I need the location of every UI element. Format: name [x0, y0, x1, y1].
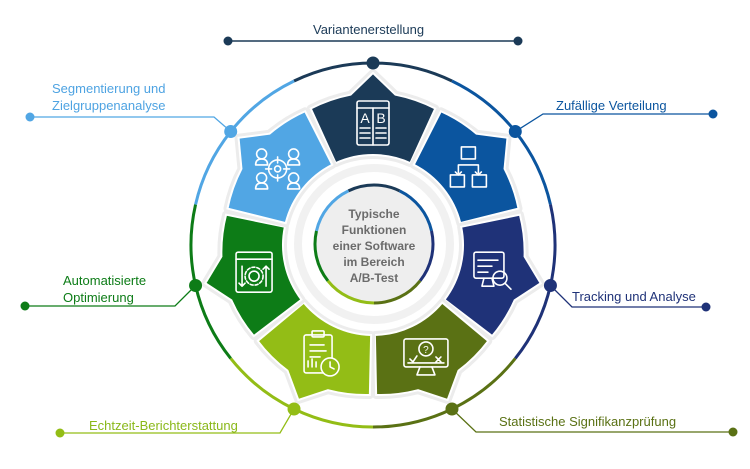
leader-line: [451, 408, 733, 433]
ring-node-dot: [224, 125, 238, 139]
leader-line: [549, 285, 706, 308]
label-text-line: Segmentierung und: [52, 81, 166, 96]
ring-node-dot: [366, 56, 380, 70]
center-arc: [315, 189, 350, 232]
leader-end-dot: [55, 428, 65, 438]
center-arc: [418, 230, 435, 282]
clipboard-clock-icon: [303, 330, 340, 377]
leader-end-dot: [708, 109, 718, 119]
label-text: Zufällige Verteilung: [556, 98, 667, 113]
center-title-line: A/B-Test: [349, 271, 399, 285]
label-leader-lines: [20, 36, 738, 438]
label-text-line: Automatisierte: [63, 273, 147, 288]
leader-end-dot: [701, 302, 711, 312]
ring-node-dot: [508, 125, 522, 139]
label-segmentierung: Segmentierung und Zielgruppenanalyse: [52, 80, 165, 114]
center-title: Typische Funktionen einer Software im Be…: [314, 206, 434, 286]
center-disc: [294, 164, 454, 324]
leader-end-dot: [223, 36, 233, 46]
distribution-flow-icon: [449, 146, 488, 188]
label-text-line: Optimierung: [63, 290, 134, 305]
leader-line: [514, 113, 713, 133]
segment-automatisierte-optimierung: [203, 213, 303, 338]
label-tracking-analyse: Tracking und Analyse: [572, 288, 696, 305]
svg-text:?: ?: [423, 345, 429, 356]
leader-end-dot: [728, 427, 738, 437]
leader-line: [60, 408, 295, 434]
leader-end-dot: [25, 112, 35, 122]
segment-zufaellige-verteilung: [412, 109, 520, 225]
monitor-search-icon: [473, 251, 512, 290]
label-text: Tracking und Analyse: [572, 289, 696, 304]
monitor-question-icon: ?: [403, 338, 449, 376]
ring-node-dot: [287, 402, 301, 416]
ring-node-dot: [445, 402, 459, 416]
center-title-line: einer Software: [332, 239, 416, 253]
center-grey-disc: [314, 184, 434, 304]
center-arc: [347, 183, 401, 193]
label-statistische-signifikanzpruefung: Statistische Signifikanzprüfung: [499, 413, 676, 430]
label-text: Variantenerstellung: [313, 22, 425, 37]
center-arc: [313, 230, 330, 282]
label-text-line: Zielgruppenanalyse: [52, 98, 166, 113]
label-zufaellige-verteilung: Zufällige Verteilung: [556, 97, 667, 114]
segment-statistische-signifikanzpruefung: [373, 301, 490, 402]
ring-node-dot: [189, 278, 203, 292]
center-title-line: Typische: [348, 207, 400, 221]
center-colored-arcs: [313, 183, 435, 305]
leader-line: [30, 116, 232, 133]
center-title-line: Funktionen: [341, 223, 407, 237]
label-automatisierte-optimierung: Automatisierte Optimierung: [63, 272, 146, 306]
ring-node-dot: [543, 278, 557, 292]
label-echtzeit-berichterstattung: Echtzeit-Berichterstattung: [89, 417, 238, 434]
leader-end-dot: [513, 36, 523, 46]
svg-text:B: B: [376, 110, 385, 126]
center-arc: [326, 279, 375, 305]
label-variantenerstellung: Variantenerstellung: [313, 21, 424, 38]
svg-text:A: A: [360, 110, 370, 126]
leader-line: [25, 285, 197, 307]
segment-wedges: [201, 69, 545, 404]
center-title-line: im Bereich: [343, 255, 405, 269]
segment-tracking-analyse: [443, 213, 543, 338]
label-text: Statistische Signifikanzprüfung: [499, 414, 677, 429]
center-arc: [398, 189, 433, 232]
audience-target-icon: [254, 148, 301, 190]
gear-window-icon: [235, 251, 273, 293]
center-arc: [373, 279, 422, 305]
label-text: Echtzeit-Berichterstattung: [89, 418, 238, 433]
leader-end-dot: [20, 301, 30, 311]
